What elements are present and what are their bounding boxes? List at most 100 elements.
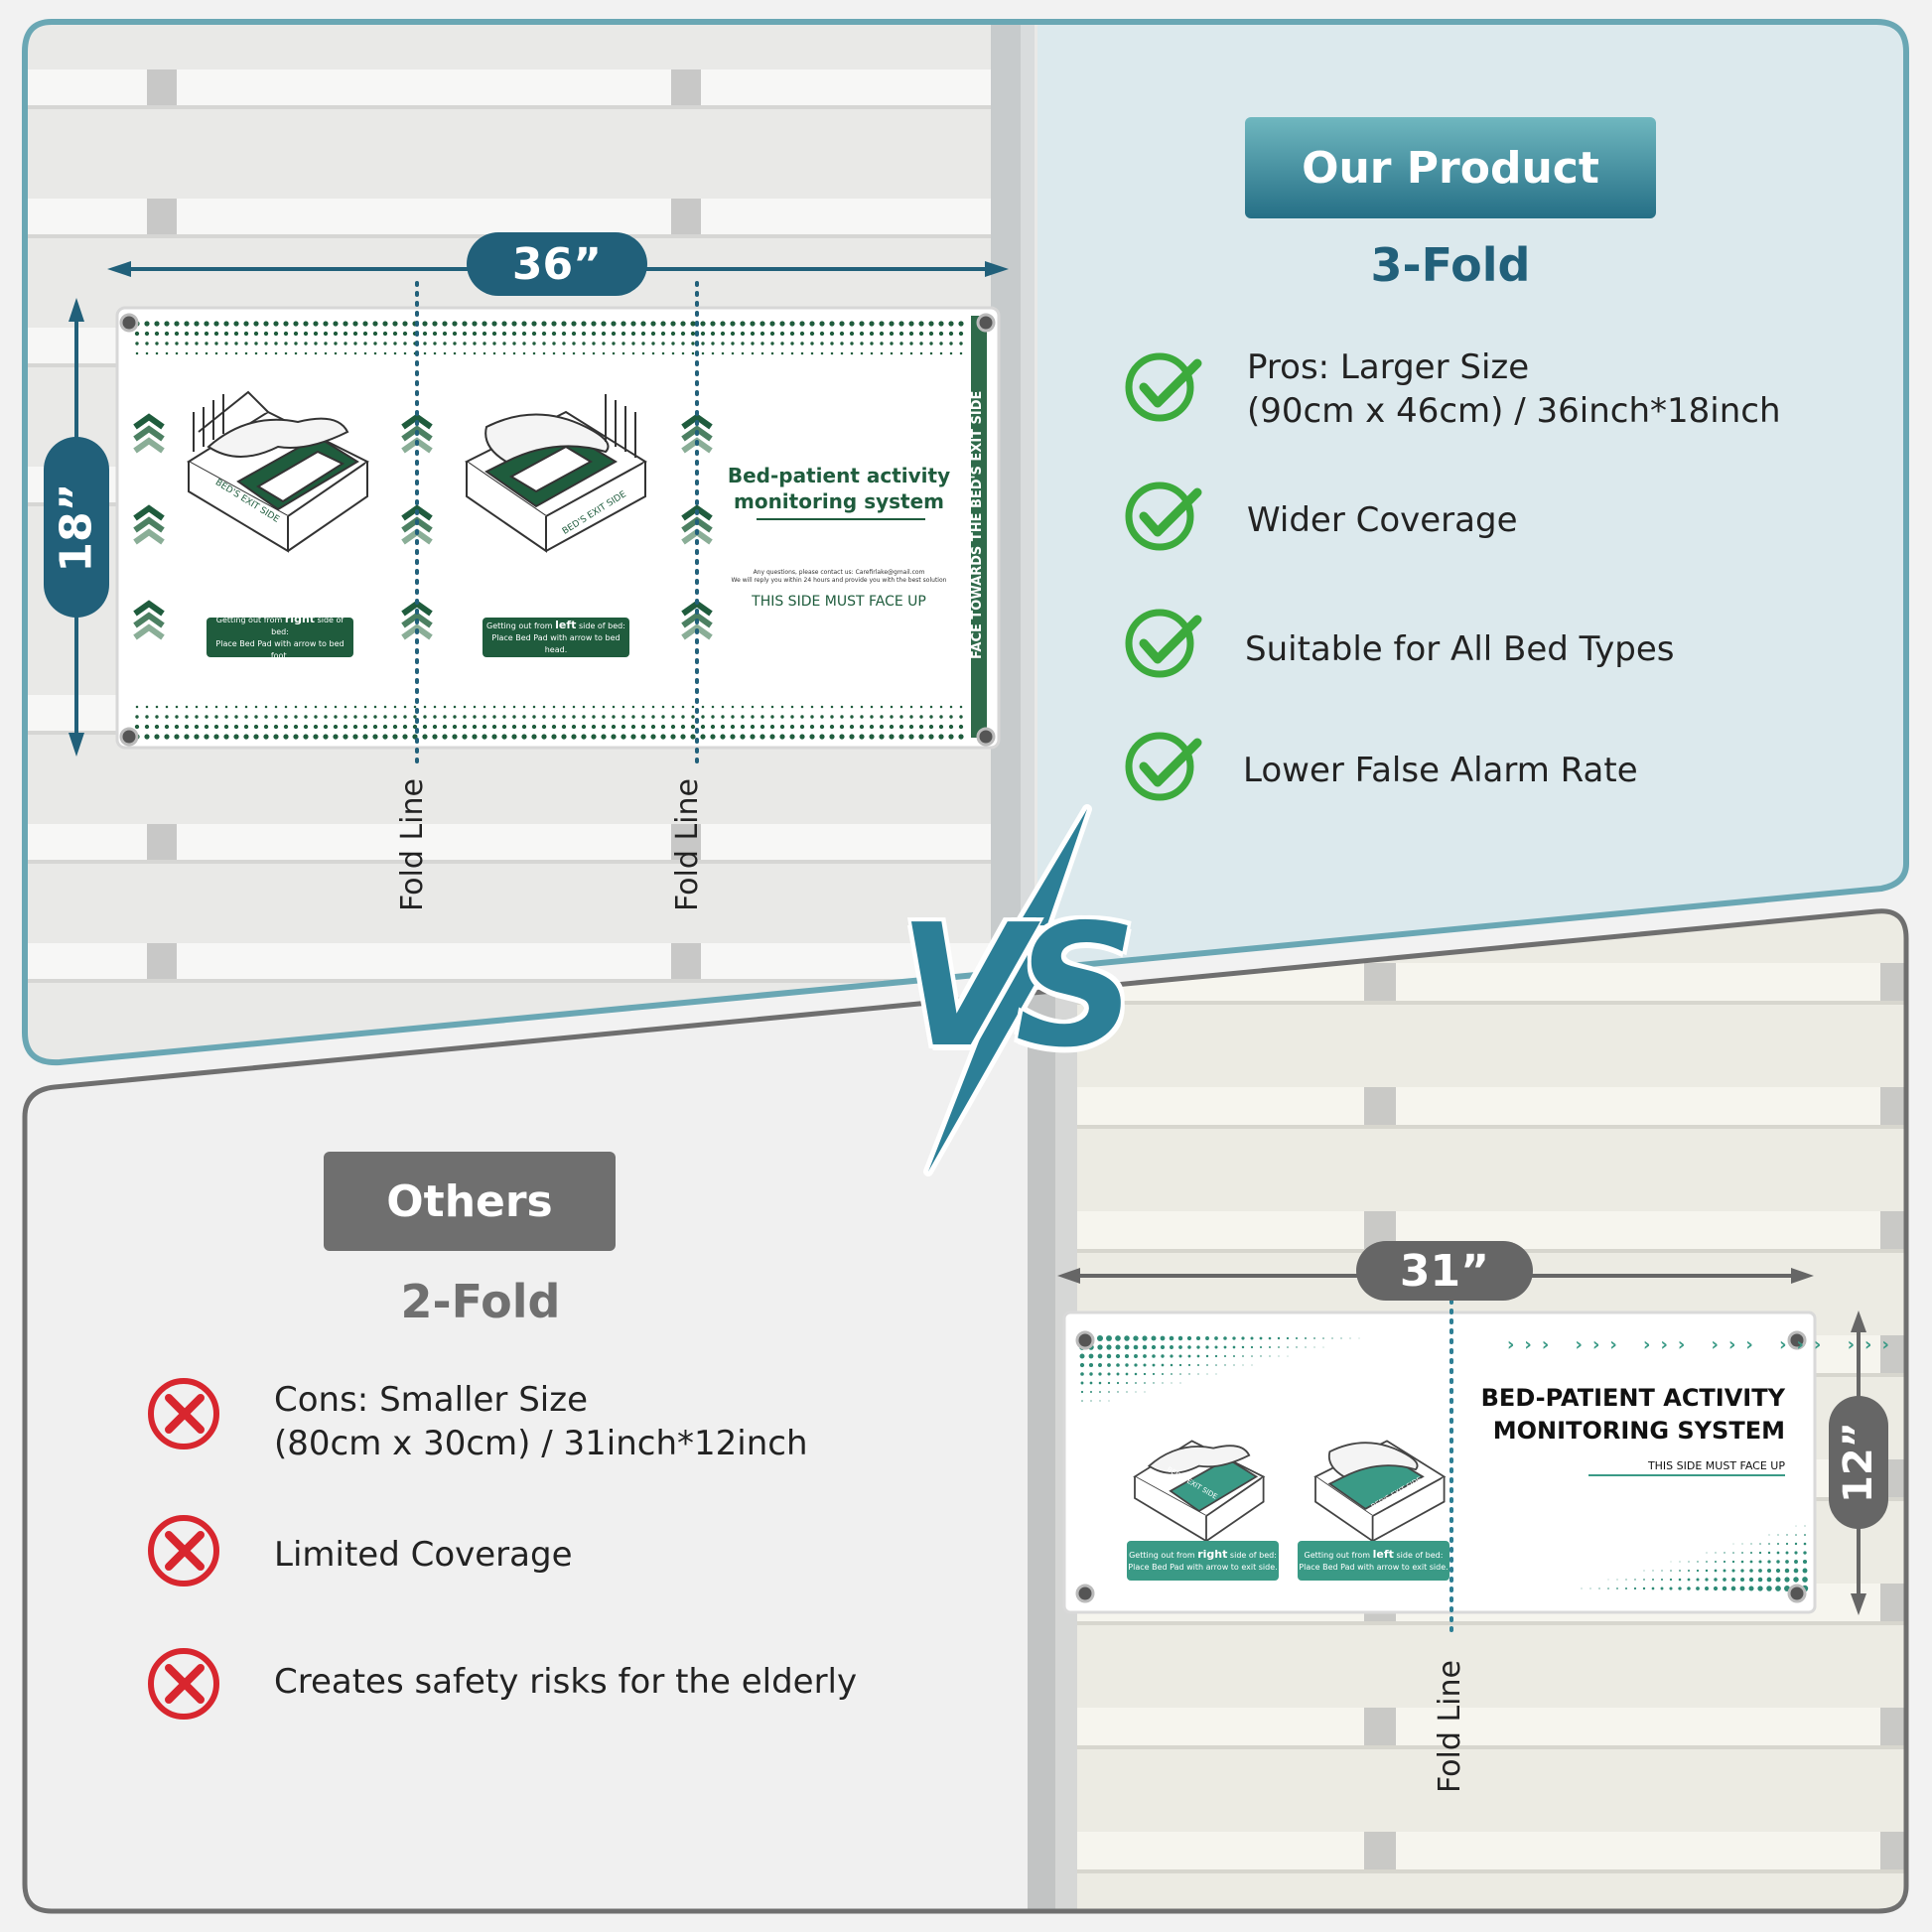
product-feature-3: Suitable for All Bed Types (1245, 629, 1675, 669)
pad-dot (542, 351, 546, 355)
pad-dot (223, 734, 229, 740)
pad-dot (135, 715, 139, 719)
pad-dot (592, 705, 596, 709)
pad-dot (393, 715, 397, 719)
pad-dot (541, 321, 547, 327)
pad-dot (294, 342, 298, 345)
pad-dot (154, 321, 160, 327)
pad-dot (1170, 1345, 1173, 1349)
pad-dot (809, 331, 815, 337)
slat-clip (1364, 1087, 1396, 1125)
pad-dot (829, 724, 835, 730)
pad-dot (273, 724, 279, 730)
pad-dot (651, 715, 655, 719)
pad-dot (1776, 1560, 1780, 1564)
pad-dot (463, 705, 467, 709)
pad-dot (740, 724, 746, 730)
bed-slat-shadow (1077, 1745, 1906, 1749)
pad-dot (898, 321, 904, 327)
pad-dot (908, 734, 914, 740)
pad-dot (592, 342, 596, 345)
slat-clip (1880, 1335, 1906, 1373)
pad-dot (1170, 1354, 1173, 1358)
pad-dot (253, 321, 259, 327)
pad-dot (949, 342, 953, 345)
pad-dot (531, 724, 537, 730)
pad-dot (591, 724, 597, 730)
pad-dot (373, 705, 377, 709)
pad-dot (263, 331, 269, 337)
pad-dot (1089, 1381, 1093, 1385)
pad-dot (134, 331, 140, 337)
pad-dot (1696, 1587, 1700, 1590)
pad-dot (473, 715, 477, 719)
pad-dot (630, 321, 636, 327)
pad-dot (1187, 1354, 1191, 1358)
pad-dot (433, 351, 437, 355)
pad-dot (750, 734, 756, 740)
pad-dot (1287, 1346, 1289, 1348)
pad-dot (362, 734, 368, 740)
pad-dot (1607, 1579, 1609, 1581)
pad-dot (1766, 1586, 1772, 1591)
pad-dot (1081, 1400, 1083, 1402)
pad-dot (611, 734, 617, 740)
pad-dot (284, 351, 288, 355)
pad-dot (800, 705, 804, 709)
pad-dot (273, 734, 279, 740)
pad-dot (929, 705, 933, 709)
pad-dot (670, 734, 676, 740)
pad-dot (422, 724, 428, 730)
pad-dot (372, 734, 378, 740)
pad-dot (591, 321, 597, 327)
pad-dot (1214, 1345, 1218, 1349)
pad-dot (750, 321, 756, 327)
cross-icon (148, 1648, 219, 1720)
pad-dot (362, 724, 368, 730)
pad-dot (958, 331, 964, 337)
pad-dot (779, 321, 785, 327)
pad-dot (1196, 1345, 1200, 1349)
pad-dot (1178, 1363, 1182, 1367)
pad-dot (541, 331, 547, 337)
pad-dot (889, 331, 895, 337)
pad-dot (492, 342, 496, 345)
pad-dot (1178, 1354, 1182, 1358)
pad-dot (889, 321, 895, 327)
pad-dot (522, 705, 526, 709)
pad-dot (1705, 1587, 1709, 1590)
pad-dot (938, 321, 944, 327)
pad-dot (144, 734, 150, 740)
pad-dot (1616, 1587, 1618, 1589)
pad-dot (958, 724, 964, 730)
pad-dot (145, 705, 149, 709)
pad-dot (1696, 1578, 1700, 1582)
pad-dot (135, 342, 139, 345)
pad-dot (1169, 1335, 1174, 1341)
pad-dot (650, 331, 656, 337)
pad-dot (1759, 1543, 1761, 1545)
pad-dot (751, 715, 755, 719)
bed-illustration-right (187, 390, 369, 553)
pad-dot (205, 351, 208, 355)
pad-dot (1223, 1354, 1227, 1358)
pad-dot (1286, 1336, 1290, 1340)
pad-dot (879, 331, 885, 337)
pad-dot (1098, 1363, 1102, 1367)
pad-dot (243, 321, 249, 327)
pad-dot (769, 321, 775, 327)
pad-dot (948, 724, 954, 730)
pad-dot (1205, 1345, 1209, 1349)
pad-title: BED-PATIENT ACTIVITY MONITORING SYSTEM (1480, 1384, 1785, 1445)
pad-dot (780, 705, 784, 709)
pad-dot (949, 351, 953, 355)
pad-dot (363, 351, 367, 355)
pad-dot (690, 724, 696, 730)
pad-dot (154, 734, 160, 740)
pad-dot (343, 734, 348, 740)
pad-dot (571, 734, 577, 740)
pad-dot (908, 321, 914, 327)
pad-instruction-right: Getting out from right side of bed: Plac… (207, 613, 353, 660)
pad-dot (1625, 1579, 1627, 1581)
pad-dot (582, 351, 586, 355)
